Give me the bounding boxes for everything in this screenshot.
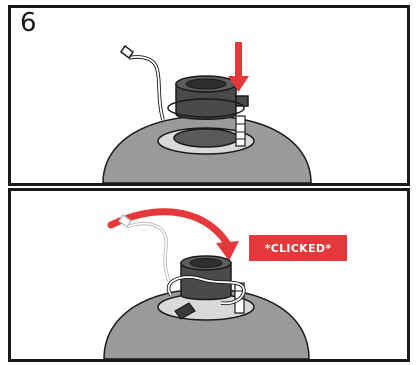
lever-tab xyxy=(174,302,196,320)
keg-opening xyxy=(173,128,239,148)
keg-illustration-before xyxy=(102,42,312,183)
keg-illustration-after xyxy=(103,208,310,359)
neck-clip xyxy=(235,115,246,147)
curved-arrow-icon xyxy=(107,208,239,261)
clicked-badge: *CLICKED* xyxy=(249,235,347,261)
down-arrow-icon xyxy=(228,42,249,92)
step-number: 6 xyxy=(20,8,37,38)
lever-tab-ghost xyxy=(118,213,132,229)
step-panel-before: 6 xyxy=(8,5,410,186)
step-panel-after: *CLICKED* xyxy=(8,188,410,362)
lever-tab xyxy=(119,44,135,60)
